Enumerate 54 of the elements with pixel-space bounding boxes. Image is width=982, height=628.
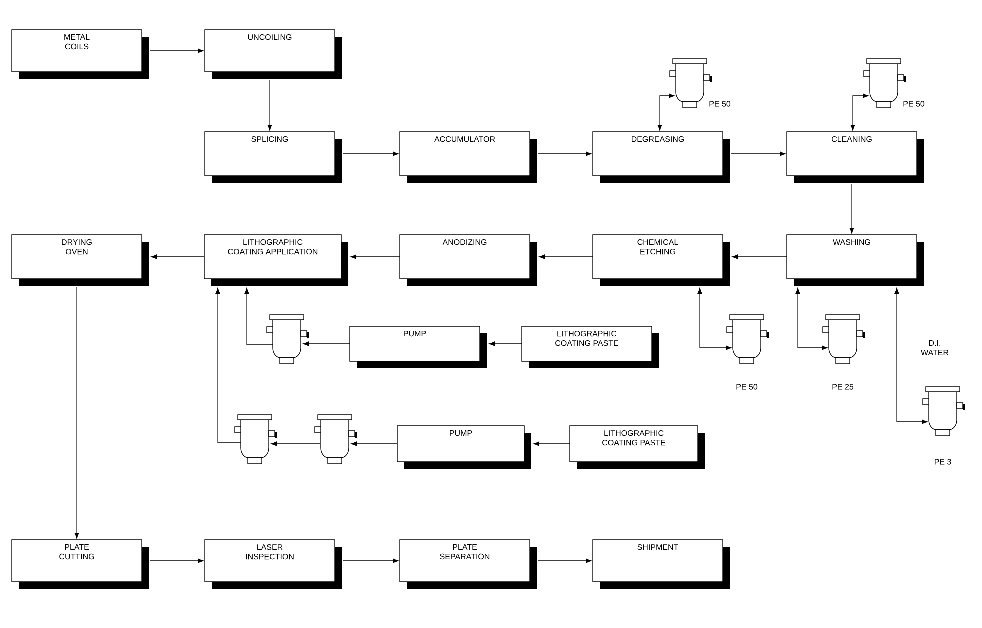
process-box: ACCUMULATOR bbox=[400, 132, 537, 183]
filter-label: PE 3 bbox=[935, 459, 952, 465]
arrow bbox=[534, 442, 570, 446]
arrow bbox=[244, 288, 274, 346]
process-box: PUMP bbox=[350, 326, 487, 368]
arrow bbox=[730, 152, 786, 156]
process-box: SHIPMENT bbox=[592, 540, 730, 589]
arrow bbox=[894, 288, 928, 424]
process-box: CLEANING bbox=[786, 132, 924, 183]
process-box: PLATE CUTTING bbox=[12, 540, 149, 589]
arrow bbox=[698, 288, 732, 350]
arrow bbox=[538, 558, 592, 564]
arrow bbox=[850, 94, 869, 131]
filter-label: PE 50 bbox=[736, 384, 758, 390]
arrow bbox=[74, 286, 80, 539]
arrow bbox=[150, 48, 204, 54]
process-box: ANODIZING bbox=[400, 234, 537, 286]
process-box: UNCOILING bbox=[204, 30, 342, 79]
arrow bbox=[538, 152, 592, 156]
process-box: DRYING OVEN bbox=[12, 234, 149, 286]
process-box: LITHOGRAPHIC COATING PASTE bbox=[570, 426, 705, 469]
process-box: LASER INSPECTION bbox=[204, 540, 342, 589]
arrow bbox=[150, 558, 204, 564]
filter-drawing bbox=[266, 314, 309, 364]
process-box: METAL COILS bbox=[12, 30, 149, 79]
arrow bbox=[350, 254, 400, 260]
arrow bbox=[539, 254, 594, 260]
arrow bbox=[489, 342, 522, 346]
arrow bbox=[342, 152, 399, 156]
arrow bbox=[342, 558, 399, 564]
note-label: D.I. WATER bbox=[921, 340, 949, 356]
filter-label: PE 50 bbox=[904, 101, 925, 107]
process-box: WASHING bbox=[786, 234, 924, 286]
process-box: PUMP bbox=[397, 426, 532, 469]
filter-drawing bbox=[314, 414, 357, 464]
filter-drawing bbox=[234, 414, 277, 464]
filter-label: PE 50 bbox=[710, 101, 731, 107]
arrow bbox=[271, 442, 320, 446]
arrow bbox=[732, 254, 788, 260]
process-box: DEGREASING bbox=[592, 132, 730, 183]
arrow bbox=[850, 184, 854, 234]
arrow bbox=[658, 94, 675, 131]
arrow bbox=[351, 442, 398, 446]
process-box: SPLICING bbox=[204, 132, 342, 183]
arrow bbox=[268, 80, 272, 131]
arrow bbox=[303, 342, 350, 346]
process-box: PLATE SEPARATION bbox=[400, 540, 537, 589]
process-box: LITHOGRAPHIC COATING APPLICATION bbox=[204, 234, 348, 286]
arrow bbox=[216, 288, 242, 444]
filter-label: PE 25 bbox=[832, 384, 854, 390]
process-box: CHEMICAL ETCHING bbox=[592, 234, 730, 286]
arrow bbox=[151, 254, 205, 260]
process-box: LITHOGRAPHIC COATING PASTE bbox=[522, 326, 659, 368]
arrow bbox=[796, 288, 828, 350]
